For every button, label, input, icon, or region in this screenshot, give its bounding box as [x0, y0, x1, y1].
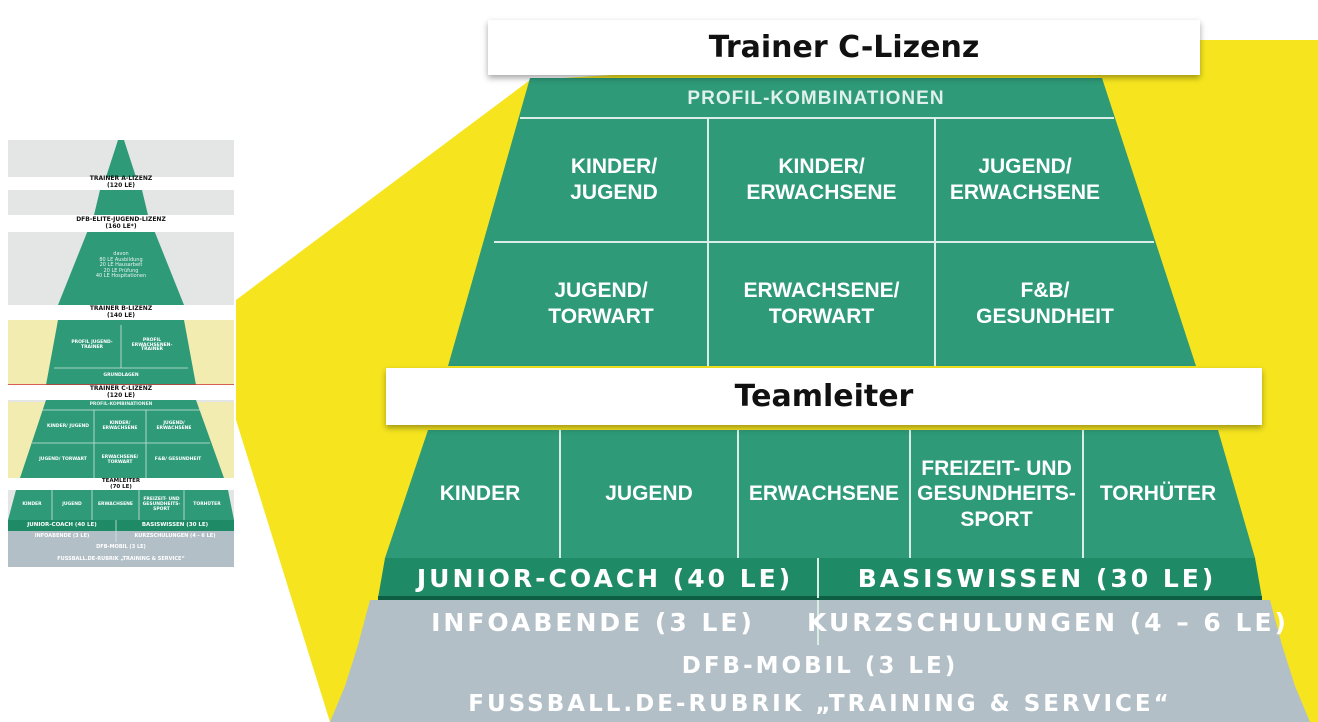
dfb-mobil-band: DFB-MOBIL (3 LE) — [681, 652, 959, 679]
thumb-teamleiter-hours: (70 LE) — [110, 484, 132, 490]
thumb-kurzschulungen: KURZSCHULUNGEN (4 - 6 LE) — [134, 532, 216, 539]
teamleiter-cell: JUGEND — [560, 430, 738, 558]
thumb-c-profile-cell: JUGEND/ ERWACHSENE — [156, 421, 192, 431]
teamleiter-cell-line: GESUNDHEITS- — [917, 482, 1076, 506]
thumbnail-shapes — [8, 140, 234, 567]
teamleiter-cell-line: ERWACHSENE — [748, 482, 900, 506]
c-profile-cell: KINDER/JUGEND — [520, 118, 708, 242]
thumb-teamleiter-cell: JUGEND — [62, 502, 82, 508]
thumb-c-license-title: TRAINER C-LIZENZ — [89, 384, 153, 392]
thumb-elite-detail-line: 20 LE Prüfung — [103, 267, 139, 274]
thumb-b-profile-youth: PROFIL JUGEND-TRAINER — [71, 340, 113, 350]
c-profile-cell-line: ERWACHSENE/ — [743, 279, 900, 303]
thumb-c-profile-cell: KINDER/ JUGEND — [46, 423, 89, 429]
rubrik-band: FUSSBALL.DE-RUBRIK „TRAINING & SERVICE“ — [468, 691, 1172, 717]
teamleiter-cell: TORHÜTER — [1083, 430, 1233, 558]
profile-combinations-header: PROFIL-KOMBINATIONEN — [687, 88, 945, 109]
thumb-elite-hours: (160 LE*) — [105, 222, 137, 230]
c-profile-cell-line: KINDER/ — [570, 155, 658, 179]
teamleiter-cell-line: FREIZEIT- UND — [921, 456, 1072, 480]
thumb-c-profile-cell: KINDER/ ERWACHSENE — [102, 421, 138, 431]
teamleiter-cell: KINDER — [400, 430, 560, 558]
c-profile-cell-line: ERWACHSENE — [949, 181, 1101, 204]
teamleiter-cell: ERWACHSENE — [738, 430, 910, 558]
c-profile-cell: KINDER/ERWACHSENE — [708, 118, 935, 242]
thumb-c-profile-cell: JUGEND/ TORWART — [39, 457, 87, 463]
c-profile-cell: F&B/GESUNDHEIT — [935, 242, 1155, 366]
thumb-elite-title: DFB-ELITE-JUGEND-LIZENZ — [76, 215, 166, 223]
thumb-elite-detail-line: 20 LE Hausarbeit — [99, 262, 143, 269]
c-profile-cell-line: JUGEND/ — [978, 155, 1072, 179]
thumb-b-basics: GRUNDLAGEN — [103, 372, 139, 378]
thumb-c-profile-header: PROFIL-KOMBINATIONEN — [89, 401, 153, 407]
thumb-rubrik: FUSSBALL.DE-RUBRIK „TRAINING & SERVICE“ — [57, 556, 185, 563]
c-profile-cell: JUGEND/ERWACHSENE — [935, 118, 1115, 242]
thumb-teamleiter-cell: TORHÜTER — [193, 502, 221, 508]
c-profile-cell: JUGEND/TORWART — [494, 242, 708, 366]
thumb-teamleiter-title: TEAMLEITER — [101, 477, 141, 484]
c-license-title: Trainer C-Lizenz — [488, 20, 1200, 75]
thumb-dfb-mobil: DFB-MOBIL (3 LE) — [96, 543, 146, 550]
thumb-c-profile-cell: F&B/ GESUNDHEIT — [154, 457, 202, 463]
c-profile-cell-line: GESUNDHEIT — [976, 305, 1114, 328]
teamleiter-cell-line: KINDER — [439, 482, 521, 506]
thumb-teamleiter-cell: ERWACHSENE — [97, 502, 133, 508]
junior-coach-band: JUNIOR-COACH (40 LE) — [416, 563, 794, 593]
c-profile-cell-line: TORWART — [768, 305, 875, 328]
thumb-elite-detail-line: 80 LE Ausbildung — [99, 256, 143, 263]
basiswissen-band: BASISWISSEN (30 LE) — [857, 563, 1217, 593]
teamleiter-cell-line: TORHÜTER — [1099, 482, 1217, 506]
teamleiter-cell-line: SPORT — [960, 507, 1033, 531]
c-profile-cell: ERWACHSENE/TORWART — [708, 242, 935, 366]
thumb-b-license-hours: (140 LE) — [106, 311, 136, 319]
thumb-a-license-hours: (120 LE) — [106, 182, 136, 189]
c-profile-cell-line: F&B/ — [1020, 279, 1070, 303]
c-profile-cell-line: JUGEND/ — [554, 279, 648, 303]
thumb-a-license-title: TRAINER A-LIZENZ — [89, 175, 153, 183]
teamleiter-cell-line: JUGEND — [605, 482, 693, 506]
thumb-elite-detail-line: davon — [113, 251, 129, 258]
thumb-b-profile-adult: PROFIL ERWACHSENEN-TRAINER — [131, 337, 173, 353]
c-profile-cell-line: JUGEND — [570, 181, 658, 204]
thumb-elite-detail-line: 40 LE Hospitationen — [95, 273, 147, 280]
thumb-c-profile-cell: ERWACHSENE/ TORWART — [101, 454, 139, 465]
kurzschulungen-band: KURZSCHULUNGEN (4 – 6 LE) — [807, 608, 1289, 637]
infoabende-band: INFOABENDE (3 LE) — [431, 608, 755, 637]
thumb-c-license-hours: (120 LE) — [106, 391, 136, 399]
thumb-junior-coach: JUNIOR-COACH (40 LE) — [27, 522, 97, 529]
thumb-basiswissen: BASISWISSEN (30 LE) — [141, 522, 209, 529]
thumb-infoabende: INFOABENDE (3 LE) — [34, 532, 90, 539]
c-profile-cell-line: KINDER/ — [778, 155, 865, 179]
thumbnail-pyramid: TRAINER A-LIZENZ (120 LE) DFB-ELITE-JUGE… — [8, 140, 234, 567]
thumb-b-license-title: TRAINER B-LIZENZ — [89, 304, 153, 312]
thumb-teamleiter-cell: KINDER — [22, 502, 42, 508]
c-profile-cell-line: ERWACHSENE — [746, 181, 897, 204]
thumb-teamleiter-cell: FREIZEIT- UND GESUNDHEITS-SPORT — [142, 497, 181, 512]
teamleiter-title: Teamleiter — [386, 368, 1262, 425]
c-profile-cell-line: TORWART — [548, 305, 654, 328]
